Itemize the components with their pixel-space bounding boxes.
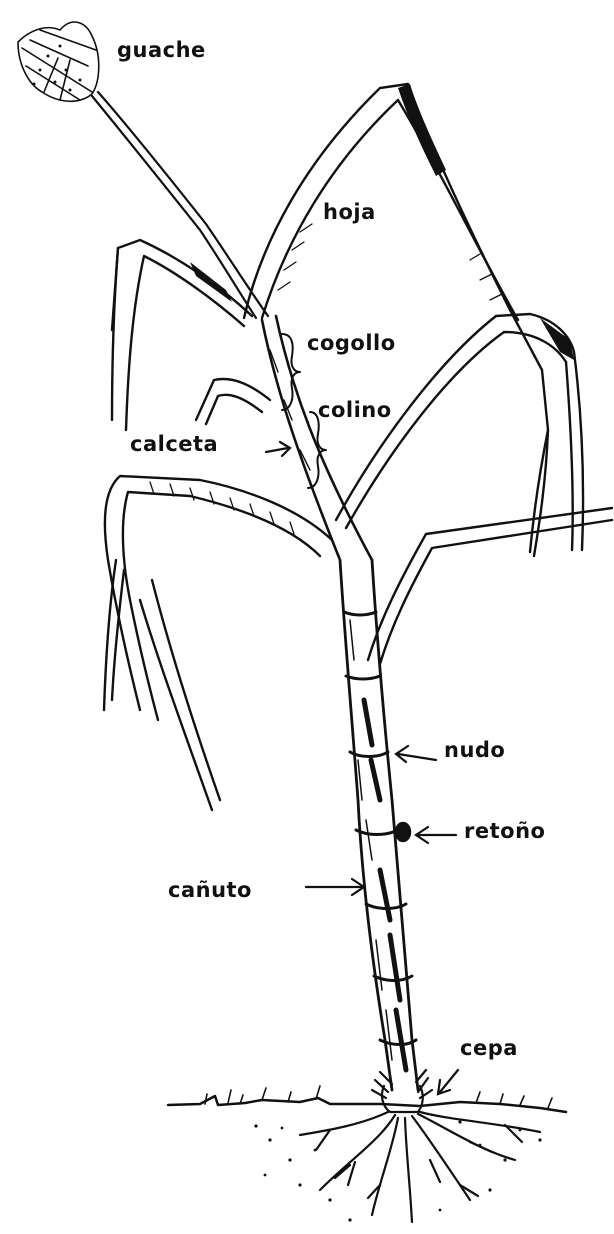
calceta-arrow [266, 442, 290, 456]
label-guache: guache [117, 38, 206, 62]
label-cogollo: cogollo [307, 331, 396, 355]
label-canuto: cañuto [168, 878, 252, 902]
label-colino: colino [318, 398, 392, 422]
nudo-arrow [396, 746, 436, 762]
label-nudo: nudo [444, 738, 505, 762]
retono-arrow [416, 827, 456, 843]
cepa-arrow [438, 1070, 458, 1094]
label-calceta: calceta [130, 432, 218, 456]
label-cepa: cepa [460, 1036, 518, 1060]
label-hoja: hoja [323, 200, 376, 224]
label-retono: retoño [464, 819, 545, 843]
canuto-arrow [306, 879, 364, 895]
